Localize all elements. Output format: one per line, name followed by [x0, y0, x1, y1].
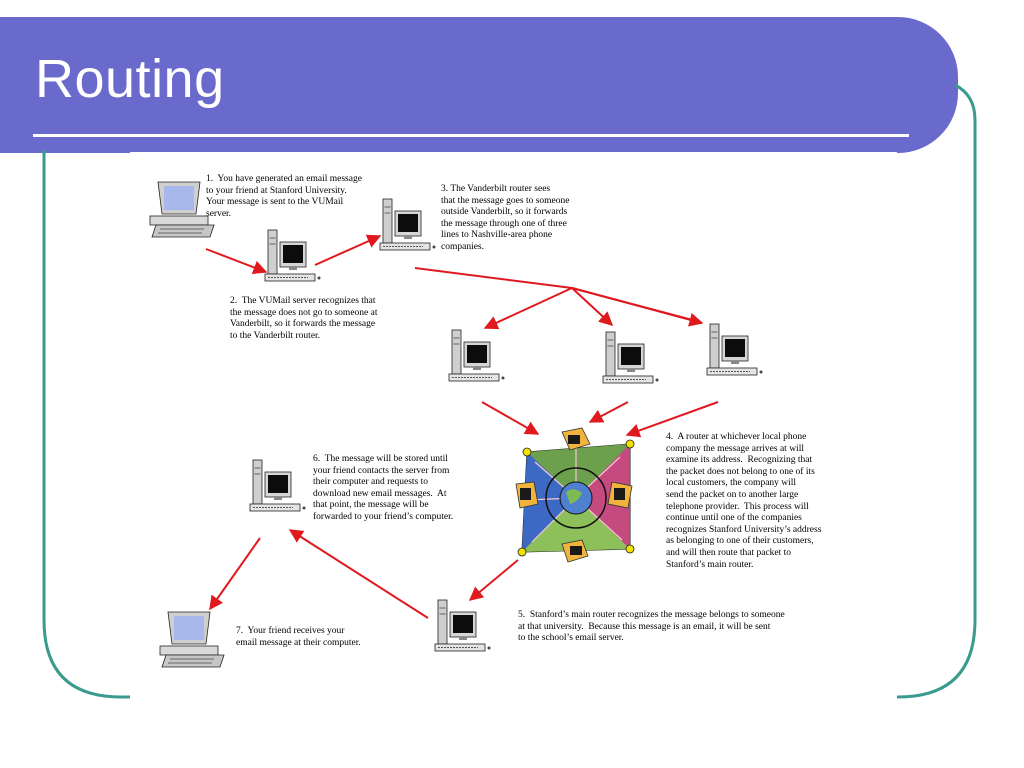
step-7-caption: 7. Your friend receives your email messa…	[236, 626, 361, 648]
tower-icon-email-server	[249, 459, 306, 512]
step-4-caption: 4. A router at whichever local phone com…	[666, 432, 822, 570]
tower-icon-stanford-router	[434, 599, 491, 652]
title-bar	[0, 17, 958, 153]
routing-diagram	[149, 181, 763, 668]
tower-icon-phone-company-1	[448, 329, 505, 382]
desktop-icon-recipient	[159, 611, 225, 668]
step-3-caption: 3. The Vanderbilt router sees that the m…	[441, 184, 570, 252]
step-1-caption: 1. You have generated an email message t…	[206, 174, 362, 219]
step-2-caption: 2. The VUMail server recognizes that the…	[230, 296, 378, 341]
tower-icon-vanderbilt-router	[379, 198, 436, 251]
title-underline	[33, 134, 909, 137]
step-5-caption: 5. Stanford’s main router recognizes the…	[518, 610, 785, 644]
diagram-panel: 1. You have generated an email message t…	[130, 152, 897, 712]
network-globe-icon	[515, 427, 635, 563]
slide-title: Routing	[35, 49, 225, 109]
tower-icon-vumail-server	[264, 229, 321, 282]
step-6-caption: 6. The message will be stored until your…	[313, 454, 454, 522]
tower-icon-phone-company-2	[602, 331, 659, 384]
route-arrows	[205, 234, 719, 619]
desktop-icon-sender	[149, 181, 215, 238]
tower-icon-phone-company-3	[706, 323, 763, 376]
